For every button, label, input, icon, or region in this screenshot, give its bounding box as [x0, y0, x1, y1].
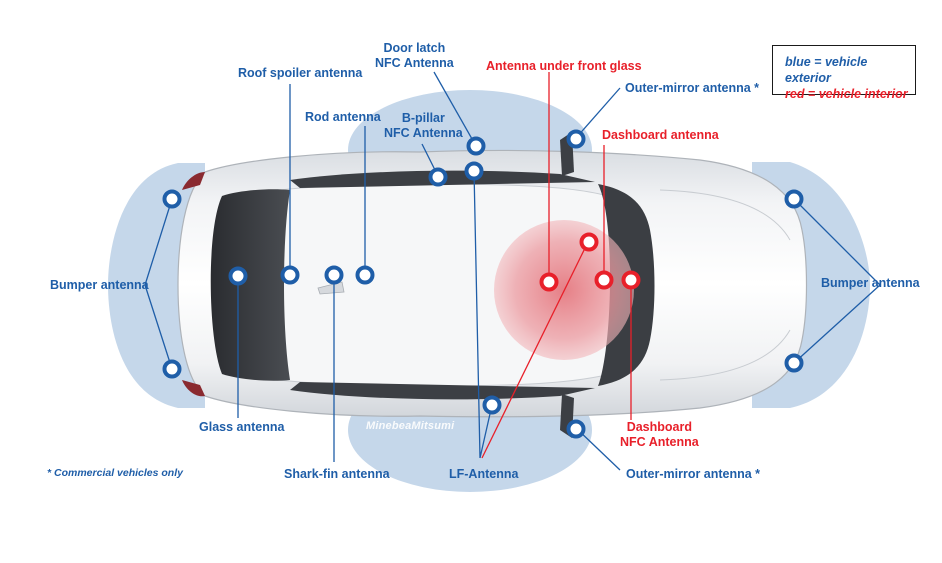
rear-light-bottom — [182, 380, 205, 397]
bumper-rear-bottom-marker — [162, 359, 182, 379]
legend: blue = vehicle exterior red = vehicle in… — [772, 45, 916, 101]
b-pillar-marker — [428, 167, 448, 187]
label-shark-fin: Shark-fin antenna — [284, 467, 390, 481]
legend-exterior: blue = vehicle exterior — [785, 55, 868, 85]
label-dashboard-nfc-line2: NFC Antenna — [620, 435, 699, 449]
bottom-side-windows — [290, 382, 595, 400]
dashboard-marker — [594, 270, 614, 290]
lf-interior-marker — [579, 232, 599, 252]
under-glass-marker — [539, 272, 559, 292]
shark-fin-marker — [324, 265, 344, 285]
rear-window — [210, 189, 290, 381]
label-dashboard-nfc-line1: Dashboard — [626, 420, 692, 434]
rear-zone — [108, 163, 205, 408]
lf-top-marker — [464, 161, 484, 181]
outer-mirror-top-marker — [566, 129, 586, 149]
label-door-latch-line2: NFC Antenna — [375, 56, 454, 70]
rear-light-top — [182, 172, 205, 190]
label-door-latch-line1: Door latch — [383, 41, 446, 55]
rod-marker — [355, 265, 375, 285]
label-b-pillar: B-pillar NFC Antenna — [384, 111, 463, 141]
label-glass: Glass antenna — [199, 420, 285, 434]
label-roof-spoiler: Roof spoiler antenna — [238, 66, 363, 80]
door-latch-marker — [466, 136, 486, 156]
label-bumper-rear: Bumper antenna — [50, 278, 149, 292]
antenna-markers — [162, 129, 804, 439]
door-latch-leader — [433, 71, 477, 147]
hood-line-top — [659, 189, 791, 241]
label-dashboard: Dashboard antenna — [602, 128, 719, 142]
roof-spoiler-marker — [280, 265, 300, 285]
footnote: * Commercial vehicles only — [47, 467, 183, 479]
label-lf: LF-Antenna — [449, 467, 519, 481]
lf-bottom-marker — [482, 395, 502, 415]
outer-mirror-bottom-marker — [566, 419, 586, 439]
bumper-front-leader — [793, 198, 881, 364]
label-antenna-under-glass: Antenna under front glass — [486, 59, 642, 73]
leader-lines — [144, 71, 881, 471]
lf-interior-leader — [481, 241, 589, 459]
label-dashboard-nfc: Dashboard NFC Antenna — [620, 420, 699, 450]
car-illustration — [177, 132, 808, 438]
bumper-front-top-marker — [784, 189, 804, 209]
label-outer-mirror-top: Outer-mirror antenna * — [625, 81, 760, 95]
bumper-rear-top-marker — [162, 189, 182, 209]
label-b-pillar-line1: B-pillar — [401, 111, 445, 125]
dashboard-nfc-marker — [621, 270, 641, 290]
glass-marker — [228, 266, 248, 286]
label-rod: Rod antenna — [305, 110, 381, 124]
brand-watermark: MinebeaMitsumi — [366, 420, 455, 432]
bumper-front-bottom-marker — [784, 353, 804, 373]
label-outer-mirror-bottom: Outer-mirror antenna * — [626, 467, 761, 481]
hood-line-bottom — [659, 329, 791, 381]
bumper-rear-leader — [144, 198, 173, 370]
label-b-pillar-line2: NFC Antenna — [384, 126, 463, 140]
legend-interior: red = vehicle interior — [785, 87, 908, 101]
label-bumper-front: Bumper antenna — [821, 276, 920, 290]
label-door-latch: Door latch NFC Antenna — [375, 41, 454, 71]
outer-mirror-top-leader — [575, 87, 621, 139]
